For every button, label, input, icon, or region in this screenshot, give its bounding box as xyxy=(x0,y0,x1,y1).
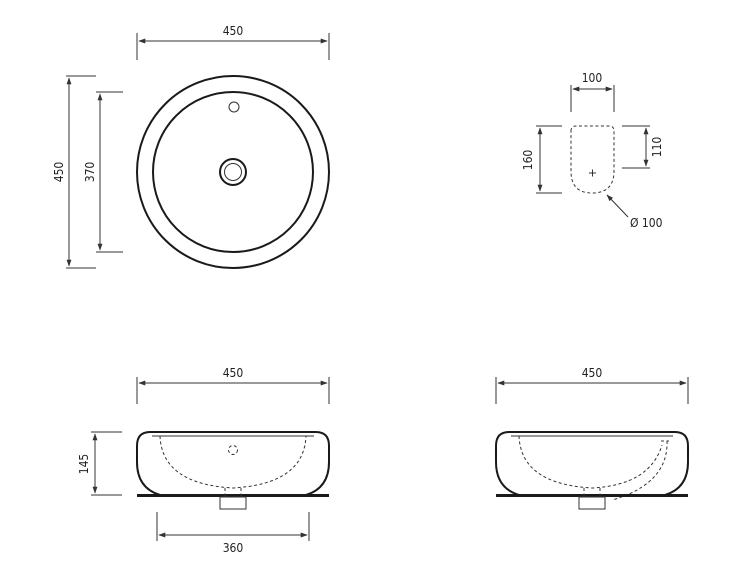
front-width-dimension: 450 xyxy=(136,366,330,404)
top-width-dimension: 450 xyxy=(136,24,330,60)
top-width-label: 450 xyxy=(223,24,244,38)
drain-inner xyxy=(224,163,242,181)
front-bowl-hidden xyxy=(159,435,307,489)
front-height-dimension: 145 xyxy=(77,431,122,496)
detail-depth-label: 110 xyxy=(650,137,664,158)
detail-depth-dimension: 110 xyxy=(622,125,664,169)
basin-outer-rim xyxy=(136,75,330,269)
detail-view: 100 160 110 Ø 100 xyxy=(521,71,664,230)
detail-diameter-label: Ø 100 xyxy=(630,216,663,230)
front-basin-body xyxy=(136,431,330,496)
detail-diameter-callout: Ø 100 xyxy=(606,194,663,230)
basin-inner-bowl xyxy=(152,91,314,253)
detail-width-label: 100 xyxy=(582,71,603,85)
front-height-label: 145 xyxy=(77,454,91,475)
top-inner-height-label: 370 xyxy=(83,162,97,183)
side-width-dimension: 450 xyxy=(495,366,689,404)
top-inner-height-dimension: 370 xyxy=(83,91,123,253)
drain-outer xyxy=(219,158,247,186)
side-basin-body xyxy=(495,431,689,496)
top-outer-height-label: 450 xyxy=(52,162,66,183)
side-bowl-hidden xyxy=(518,435,663,489)
top-outer-height-dimension: 450 xyxy=(52,75,96,269)
detail-recess-outline xyxy=(570,125,615,194)
side-countertop xyxy=(496,494,688,497)
front-base-dimension: 360 xyxy=(156,512,310,555)
detail-height-label: 160 xyxy=(521,150,535,171)
side-drain xyxy=(578,496,606,510)
tap-hole xyxy=(228,101,240,113)
detail-height-dimension: 160 xyxy=(521,125,562,194)
side-overflow-hidden xyxy=(611,440,668,501)
side-width-label: 450 xyxy=(582,366,603,380)
front-view: 450 145 360 xyxy=(77,366,330,555)
front-drain xyxy=(219,496,247,510)
detail-center-mark xyxy=(589,169,596,177)
front-width-label: 450 xyxy=(223,366,244,380)
front-base-label: 360 xyxy=(223,541,244,555)
front-tap-hole-hidden xyxy=(228,445,238,455)
top-view: 450 450 370 xyxy=(52,24,330,269)
side-view: 450 xyxy=(495,366,689,510)
detail-width-dimension: 100 xyxy=(570,71,615,112)
front-countertop xyxy=(137,494,329,497)
